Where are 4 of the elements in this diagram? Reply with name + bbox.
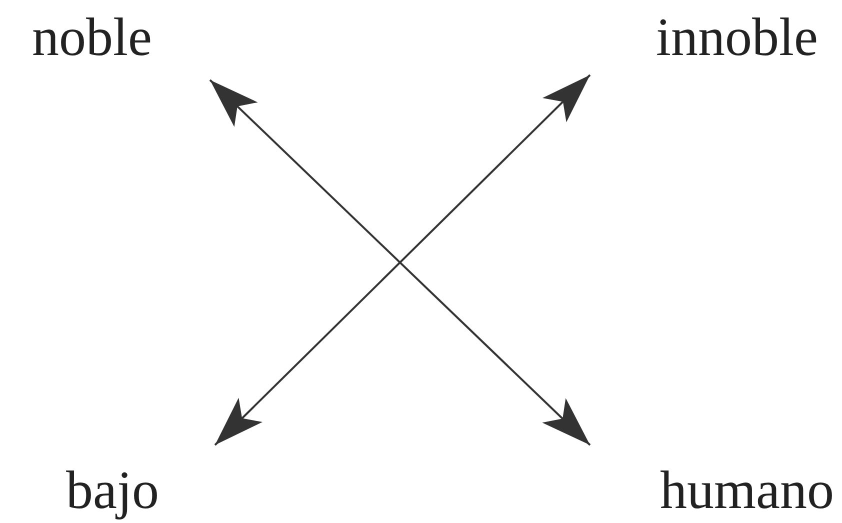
word-label: noble xyxy=(32,10,152,64)
word-label: bajo xyxy=(66,463,159,517)
word-label: humano xyxy=(660,463,834,517)
word-label: innoble xyxy=(656,10,818,64)
